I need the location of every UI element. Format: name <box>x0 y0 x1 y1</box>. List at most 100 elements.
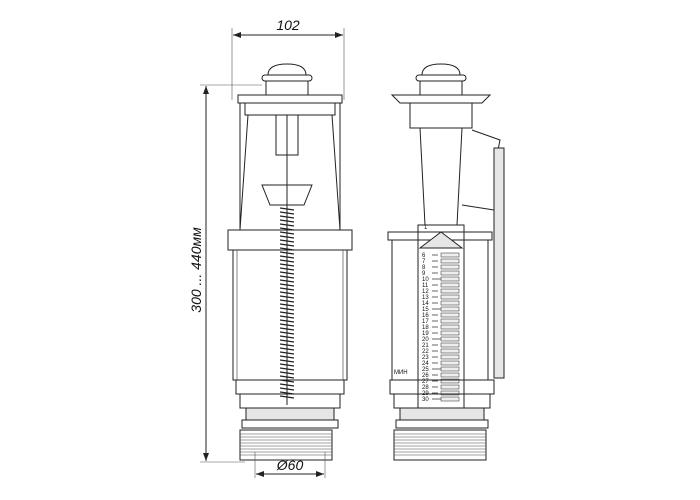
fill-level-scale: 6789101112131415161718192021222324252627… <box>422 252 460 403</box>
spring-coil <box>279 387 295 391</box>
scale-mark: 20 <box>422 337 429 343</box>
width-dimension: 102 <box>231 17 345 100</box>
scale-mark: 25 <box>422 367 429 373</box>
spring-coil <box>279 383 295 387</box>
side-view: 6789101112131415161718192021222324252627… <box>387 63 505 461</box>
scale-slot <box>440 276 460 282</box>
scale-mark: 13 <box>422 295 429 301</box>
scale-slot <box>440 384 460 390</box>
scale-slot <box>440 270 460 276</box>
spring-coil <box>279 223 295 227</box>
scale-slot <box>440 396 460 402</box>
spring-coil <box>279 343 295 347</box>
diameter-label: Ø60 <box>276 457 304 473</box>
scale-slot <box>440 282 460 288</box>
spring-coil <box>279 239 295 243</box>
spring-coil <box>279 339 295 343</box>
spring-coil <box>279 315 295 319</box>
scale-mark: 23 <box>422 355 429 361</box>
spring-coil <box>279 215 295 219</box>
scale-mark: 24 <box>422 361 429 367</box>
scale-slot <box>440 252 460 258</box>
spring-coil <box>279 275 295 279</box>
scale-mark: 15 <box>422 307 429 313</box>
spring-coil <box>279 367 295 371</box>
spring-coil <box>279 347 295 351</box>
scale-mark: 27 <box>422 379 429 385</box>
width-label: 102 <box>276 17 300 33</box>
spring-coil <box>279 363 295 367</box>
scale-slot <box>440 300 460 306</box>
scale-slot <box>440 354 460 360</box>
scale-mark: 11 <box>422 283 429 289</box>
spring-coil <box>279 335 295 339</box>
scale-mark: 16 <box>422 313 429 319</box>
spring-coil <box>279 271 295 275</box>
scale-mark: 17 <box>422 319 429 325</box>
spring-coil <box>279 227 295 231</box>
spring-coil <box>279 311 295 315</box>
scale-mark: 18 <box>422 325 429 331</box>
spring-coil <box>279 323 295 327</box>
spring-coil <box>279 267 295 271</box>
scale-slot <box>440 318 460 324</box>
scale-slot <box>440 330 460 336</box>
spring <box>279 207 295 399</box>
spring-coil <box>279 279 295 283</box>
scale-mark: 10 <box>422 277 429 283</box>
scale-mark: 28 <box>422 385 429 391</box>
scale-slot <box>440 324 460 330</box>
scale-mark: 22 <box>422 349 429 355</box>
spring-coil <box>279 351 295 355</box>
spring-coil <box>279 251 295 255</box>
spring-coil <box>279 395 295 399</box>
scale-mark: 30 <box>422 397 429 403</box>
scale-slot <box>440 306 460 312</box>
spring-coil <box>279 327 295 331</box>
spring-coil <box>279 263 295 267</box>
spring-coil <box>279 355 295 359</box>
spring-coil <box>279 319 295 323</box>
scale-slot <box>440 258 460 264</box>
spring-coil <box>279 231 295 235</box>
spring-coil <box>279 247 295 251</box>
scale-slot <box>440 378 460 384</box>
height-dimension: 300 ... 440мм <box>188 84 262 463</box>
scale-slot <box>440 372 460 378</box>
spring-coil <box>279 259 295 263</box>
scale-slot <box>440 366 460 372</box>
scale-slot <box>440 348 460 354</box>
spring-coil <box>279 243 295 247</box>
spring-coil <box>279 255 295 259</box>
spring-coil <box>279 331 295 335</box>
spring-coil <box>279 287 295 291</box>
scale-mark: 21 <box>422 343 429 349</box>
spring-coil <box>279 211 295 215</box>
spring-coil <box>279 371 295 375</box>
spring-coil <box>279 375 295 379</box>
scale-slot <box>440 312 460 318</box>
scale-slot <box>440 264 460 270</box>
spring-coil <box>279 295 295 299</box>
scale-slot <box>440 336 460 342</box>
spring-coil <box>279 307 295 311</box>
scale-mark: 19 <box>422 331 429 337</box>
spring-coil <box>279 291 295 295</box>
scale-slot <box>440 342 460 348</box>
scale-mark: 9 <box>422 271 426 277</box>
front-section-view: Ø60 <box>227 63 353 478</box>
scale-top-mark: 1 <box>424 225 428 231</box>
scale-mark: 6 <box>422 253 426 259</box>
spring-coil <box>279 283 295 287</box>
spring-coil <box>279 303 295 307</box>
spring-coil <box>279 219 295 223</box>
scale-slot <box>440 390 460 396</box>
scale-slot <box>440 288 460 294</box>
spring-coil <box>279 299 295 303</box>
spring-coil <box>279 207 295 211</box>
scale-mark: 7 <box>422 259 426 265</box>
scale-mark: 14 <box>422 301 429 307</box>
scale-slot <box>440 360 460 366</box>
spring-coil <box>279 359 295 363</box>
